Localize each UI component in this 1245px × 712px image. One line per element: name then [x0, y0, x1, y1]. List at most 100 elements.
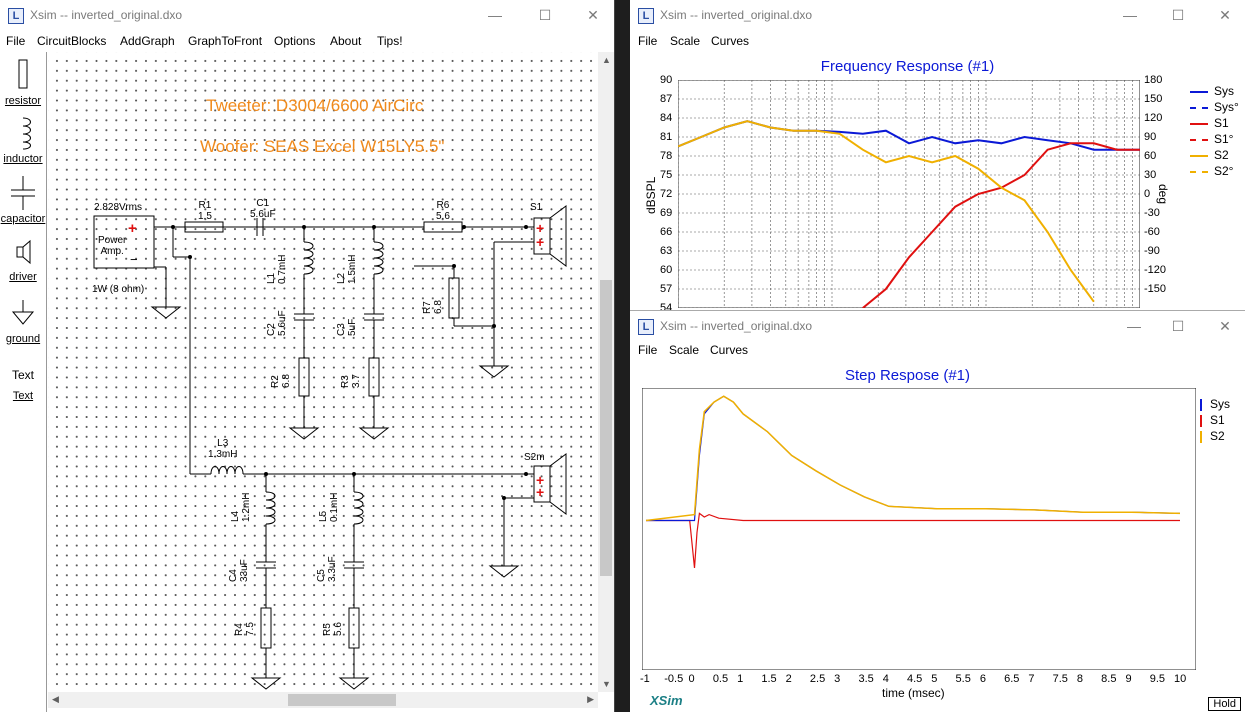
step-response-window: L Xsim -- inverted_original.dxo — ☐ ✕ Fi…: [630, 310, 1245, 712]
x-tick: 6: [979, 673, 986, 685]
x-tick: 3.5: [858, 673, 874, 685]
y-tick-left: 57: [660, 283, 673, 295]
palette-driver[interactable]: driver: [0, 238, 46, 283]
s1-label[interactable]: S1: [530, 202, 543, 213]
scroll-up-icon[interactable]: ▲: [602, 55, 611, 65]
y-tick-left: 72: [660, 188, 673, 200]
menu-curves[interactable]: Curves: [711, 34, 750, 48]
minimize-button[interactable]: —: [1123, 7, 1137, 23]
menu-about[interactable]: About: [330, 34, 362, 48]
menu-addgraph[interactable]: AddGraph: [120, 34, 175, 48]
menu-file[interactable]: File: [6, 34, 26, 48]
palette-inductor[interactable]: inductor: [0, 116, 46, 165]
palette-resistor[interactable]: resistor: [0, 58, 46, 107]
menu-options[interactable]: Options: [274, 34, 316, 48]
scroll-down-icon[interactable]: ▼: [602, 679, 611, 689]
r1-resistor: [184, 221, 224, 233]
legend-label: Sys°: [1214, 100, 1239, 114]
legend-label: Sys: [1210, 397, 1231, 411]
scroll-right-icon[interactable]: ▶: [587, 694, 594, 704]
palette-label: ground: [5, 333, 41, 345]
s2m-label[interactable]: S2m: [524, 452, 545, 463]
x-tick: 5: [931, 673, 938, 685]
legend-swatch: [1200, 431, 1202, 443]
close-button[interactable]: ✕: [1219, 318, 1231, 334]
schematic-canvas[interactable]: Tweeter: D3004/6600 AirCirc Woofer: SEAS…: [48, 52, 596, 692]
maximize-button[interactable]: ☐: [538, 7, 552, 23]
x-tick: 4.5: [907, 673, 923, 685]
menu-scale[interactable]: Scale: [670, 34, 701, 48]
palette-text[interactable]: Text Text: [0, 368, 46, 402]
menu-file[interactable]: File: [638, 343, 658, 357]
x-axis-label: time (msec): [882, 686, 945, 700]
vertical-scrollbar[interactable]: ▲ ▼: [598, 52, 614, 692]
palette-capacitor[interactable]: capacitor: [0, 176, 46, 225]
x-tick: -1: [640, 673, 650, 685]
maximize-button[interactable]: ☐: [1171, 318, 1185, 334]
x-tick: 10: [1174, 673, 1187, 685]
horizontal-scroll-thumb[interactable]: [288, 694, 396, 706]
r6-resistor: [423, 221, 463, 233]
y-tick-right: -90: [1144, 245, 1160, 257]
x-tick: 7: [1028, 673, 1035, 685]
legend-swatch: [1190, 91, 1208, 93]
legend-swatch: [1190, 123, 1208, 125]
title-bar[interactable]: L Xsim -- inverted_original.dxo — ☐ ✕: [630, 311, 1245, 341]
frequency-plot[interactable]: [678, 80, 1140, 308]
hold-button[interactable]: Hold: [1208, 697, 1241, 711]
woofer-label[interactable]: Woofer: SEAS Excel W15LY5.5": [200, 137, 445, 156]
palette-ground[interactable]: ground: [0, 298, 46, 345]
close-button[interactable]: ✕: [1219, 7, 1231, 23]
legend-swatch: [1200, 415, 1202, 427]
scroll-left-icon[interactable]: ◀: [52, 694, 59, 704]
vertical-scroll-thumb[interactable]: [600, 280, 612, 576]
palette-label: resistor: [4, 95, 42, 107]
y-axis-label-left: dBSPL: [644, 176, 658, 214]
step-plot[interactable]: [642, 388, 1196, 670]
y-tick-left: 54: [660, 302, 673, 310]
horizontal-scrollbar[interactable]: ◀ ▶: [48, 692, 598, 708]
x-tick: 1.5: [761, 673, 777, 685]
menu-scale[interactable]: Scale: [669, 343, 700, 357]
menu-circuitblocks[interactable]: CircuitBlocks: [37, 34, 107, 48]
menu-curves[interactable]: Curves: [710, 343, 749, 357]
y-tick-right: 60: [1144, 150, 1157, 162]
inductor-icon: [22, 117, 31, 150]
minimize-button[interactable]: —: [488, 7, 502, 23]
window-title: Xsim -- inverted_original.dxo: [660, 319, 813, 333]
y-tick-right: 150: [1144, 93, 1163, 105]
title-bar[interactable]: L Xsim -- inverted_original.dxo — ☐ ✕: [0, 0, 614, 30]
legend-label: Sys: [1214, 84, 1235, 98]
x-tick: 7.5: [1052, 673, 1068, 685]
close-button[interactable]: ✕: [587, 7, 599, 23]
menu-tips[interactable]: Tips!: [377, 34, 403, 48]
title-bar[interactable]: L Xsim -- inverted_original.dxo — ☐ ✕: [630, 0, 1245, 30]
maximize-button[interactable]: ☐: [1171, 7, 1185, 23]
s2-plus-2: +: [536, 484, 545, 500]
tweeter-label[interactable]: Tweeter: D3004/6600 AirCirc: [206, 96, 424, 115]
minimize-button[interactable]: —: [1127, 318, 1141, 334]
menu-graphtofront[interactable]: GraphToFront: [188, 34, 263, 48]
menu-file[interactable]: File: [638, 34, 658, 48]
legend-swatch: [1190, 171, 1208, 173]
y-tick-right: 30: [1144, 169, 1157, 181]
s1-plus-2: +: [536, 234, 545, 250]
window-title: Xsim -- inverted_original.dxo: [660, 8, 813, 22]
